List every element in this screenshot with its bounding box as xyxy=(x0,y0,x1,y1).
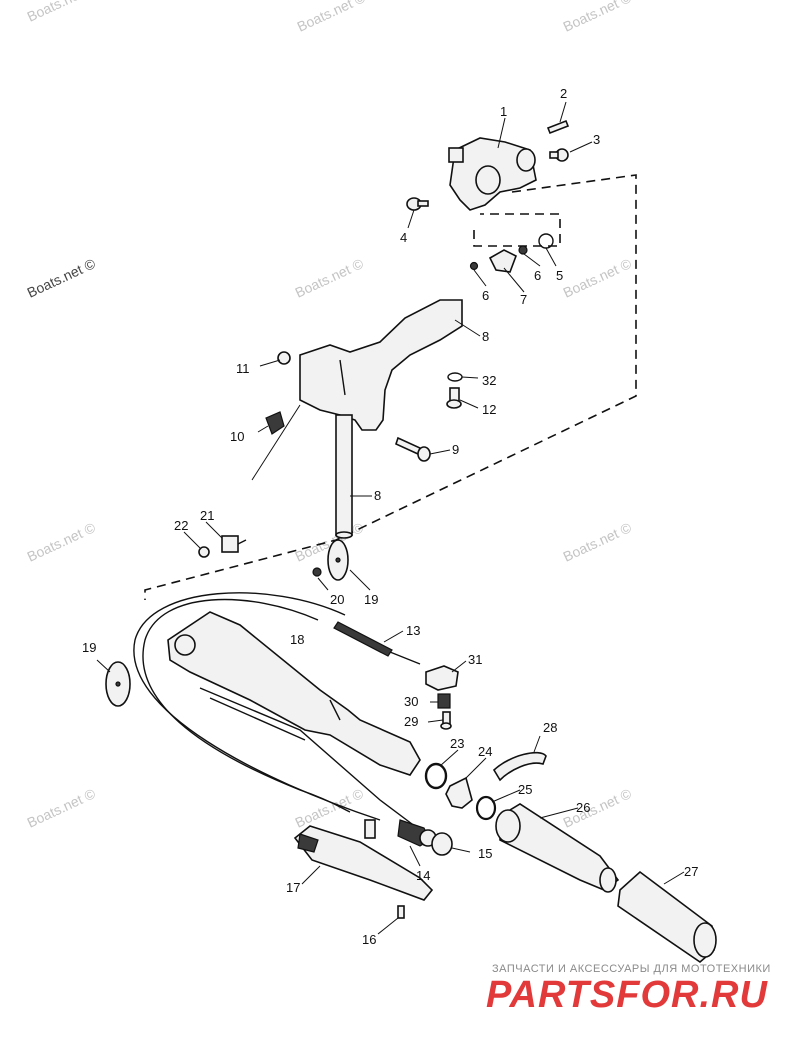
watermark: Boats.net © xyxy=(25,785,99,831)
part-3-screw xyxy=(549,148,569,162)
callout-22: 22 xyxy=(174,518,188,533)
watermark: Boats.net © xyxy=(561,255,635,301)
parts-5-6-7-small xyxy=(469,233,554,273)
callout-13: 13 xyxy=(406,623,420,638)
part-25-oring xyxy=(475,795,497,821)
assembly-dashed-lines xyxy=(144,174,637,600)
callout-24: 24 xyxy=(478,744,492,759)
part-31-block xyxy=(425,665,459,691)
watermark: Boats.net © xyxy=(25,0,99,25)
part-23-oring xyxy=(424,762,448,790)
cables xyxy=(133,592,421,831)
part-8-tiller-arm xyxy=(299,299,463,539)
callout-19-left: 19 xyxy=(82,640,96,655)
watermark: Boats.net © xyxy=(295,0,369,35)
part-18-tiller-handle xyxy=(167,611,421,776)
part-10-bushing xyxy=(265,411,285,435)
callout-28: 28 xyxy=(543,720,557,735)
part-20-nut xyxy=(312,567,322,577)
part-4-screw xyxy=(406,197,429,211)
part-14-switch xyxy=(397,819,437,847)
callout-21: 21 xyxy=(200,508,214,523)
callout-2: 2 xyxy=(560,86,567,101)
part-28-arc-plate xyxy=(492,751,547,782)
watermark: Boats.net © xyxy=(561,519,635,565)
callout-15: 15 xyxy=(478,846,492,861)
callout-6: 6 xyxy=(534,268,541,283)
callout-14: 14 xyxy=(416,868,430,883)
callout-11: 11 xyxy=(236,361,250,376)
callout-6b: 6 xyxy=(482,288,489,303)
callout-1: 1 xyxy=(500,104,507,119)
part-21-fitting xyxy=(221,535,247,553)
callout-10: 10 xyxy=(230,429,244,444)
callout-19-top: 19 xyxy=(364,592,378,607)
part-13-throttle-cable xyxy=(333,621,421,665)
callout-5: 5 xyxy=(556,268,563,283)
watermark: Boats.net © xyxy=(561,785,635,831)
callout-25: 25 xyxy=(518,782,532,797)
watermark: Boats.net © xyxy=(293,255,367,301)
part-16-screw xyxy=(397,905,405,919)
watermark: Boats.net © xyxy=(561,0,635,35)
callout-20: 20 xyxy=(330,592,344,607)
callout-31: 31 xyxy=(468,652,482,667)
brand-caption: ЗАПЧАСТИ И АКСЕССУАРЫ ДЛЯ МОТОТЕХНИКИ xyxy=(492,963,771,975)
callout-23: 23 xyxy=(450,736,464,751)
part-30-spring xyxy=(437,693,451,709)
callout-26: 26 xyxy=(576,800,590,815)
callout-18: 18 xyxy=(290,632,304,647)
callout-8-shaft: 8 xyxy=(374,488,381,503)
callout-32: 32 xyxy=(482,373,496,388)
callout-labels: 1 2 3 4 5 6 6 7 8 8 9 10 11 12 32 13 14 … xyxy=(82,86,698,947)
callout-16: 16 xyxy=(362,932,376,947)
part-12-bolt xyxy=(446,387,462,409)
leader-lines xyxy=(96,101,685,935)
callout-29: 29 xyxy=(404,714,418,729)
callout-27: 27 xyxy=(684,864,698,879)
part-17-stop-switch-assembly xyxy=(293,819,434,901)
callout-4: 4 xyxy=(400,230,407,245)
part-29-screw xyxy=(440,711,452,730)
part-1-bracket xyxy=(448,137,537,211)
brand-logo: PARTSFOR.RU xyxy=(486,974,768,1016)
callout-9: 9 xyxy=(452,442,459,457)
callout-7: 7 xyxy=(520,292,527,307)
part-26-grip-sleeve xyxy=(495,803,620,893)
part-19-washer-left xyxy=(105,661,131,707)
callout-17: 17 xyxy=(286,880,300,895)
part-24-clip xyxy=(445,776,473,809)
part-2-pin xyxy=(546,119,570,135)
watermark-left: Boats.net © xyxy=(25,255,99,301)
part-9-bolt xyxy=(395,436,431,462)
part-32-washer xyxy=(447,372,463,382)
callout-3: 3 xyxy=(593,132,600,147)
callout-12: 12 xyxy=(482,402,496,417)
watermark: Boats.net © xyxy=(25,519,99,565)
callout-8-top: 8 xyxy=(482,329,489,344)
part-19-washer-top xyxy=(327,539,349,581)
part-27-grip xyxy=(617,870,717,964)
callout-30: 30 xyxy=(404,694,418,709)
part-22-nut xyxy=(198,546,210,558)
part-11-nut xyxy=(277,351,291,365)
part-15-cap xyxy=(431,832,453,856)
